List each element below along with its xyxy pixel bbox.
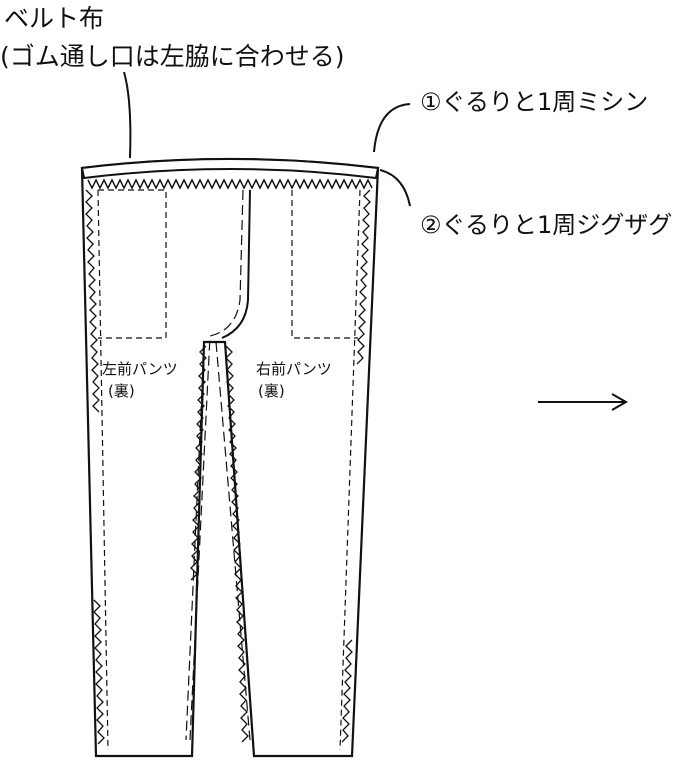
belt-label: ベルト布 — [4, 4, 105, 33]
left-pocket — [98, 189, 167, 339]
crotch-dash-inner — [185, 345, 205, 741]
right-panel-label: 右前パンツ — [256, 360, 332, 378]
step1-label: ①ぐるりと1周ミシン — [420, 88, 649, 116]
belt-band — [80, 158, 380, 180]
center-front-line — [221, 189, 251, 339]
left-panel-label: 左前パンツ — [102, 360, 178, 378]
pants-outline — [80, 157, 380, 758]
right-pocket — [291, 190, 358, 339]
right-seam-zigzag — [356, 189, 371, 365]
waist-zigzag — [87, 178, 373, 190]
left-seam-zigzag — [85, 189, 100, 413]
crotch-dash-right — [215, 341, 251, 741]
right-panel-side: (裏) — [258, 382, 285, 400]
right-inner-dash — [339, 189, 361, 751]
left-seam-zigzag-lower — [93, 599, 105, 745]
step2-leader — [379, 169, 411, 207]
crotch-dash-left — [189, 189, 244, 741]
left-panel-side: (裏) — [108, 382, 135, 400]
belt-note: (ゴム通し口は左脇に合わせる) — [0, 42, 345, 71]
arrow-right-icon — [538, 393, 629, 411]
right-seam-zigzag-lower — [341, 639, 353, 743]
belt-leader — [123, 71, 132, 159]
left-inner-dash — [97, 189, 109, 751]
step1-leader — [373, 103, 411, 153]
step2-label: ②ぐるりと1周ジグザグ — [420, 211, 673, 239]
